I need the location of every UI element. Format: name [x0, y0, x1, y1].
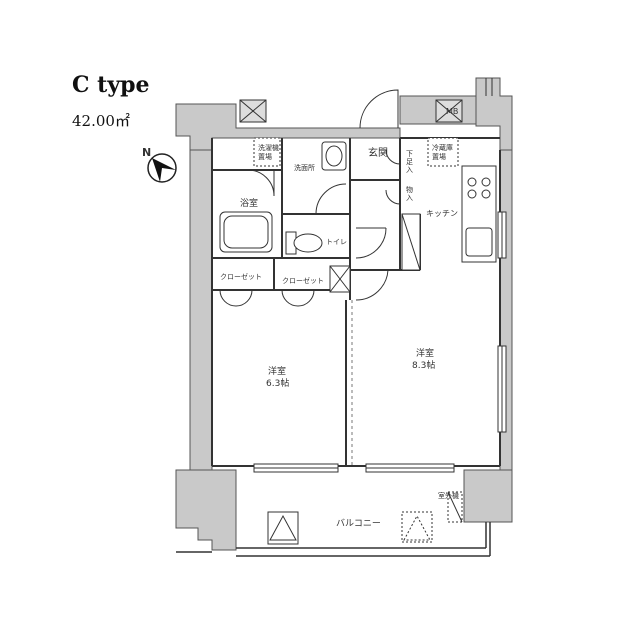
bedroom-east-size: 8.3帖: [412, 359, 435, 371]
kitchen-label: キッチン: [426, 209, 458, 218]
windows: [253, 211, 507, 473]
bathroom-label: 浴室: [240, 197, 258, 209]
mb-label: MB: [446, 107, 458, 116]
plan-type-title: C type: [72, 72, 150, 98]
compass: N: [142, 146, 177, 183]
shoe-box-label-2: 足: [406, 158, 413, 166]
washer-space-label-1: 洗濯機: [258, 143, 279, 152]
floor-area: 42.00㎡: [72, 112, 130, 130]
storage-label-2: 入: [406, 194, 413, 202]
storage-label-1: 物: [406, 185, 413, 194]
fridge-space-label-2: 置場: [432, 152, 446, 161]
balcony-fixtures: [267, 491, 463, 545]
doors: [219, 89, 401, 307]
bedroom-west-name: 洋室: [268, 365, 286, 377]
shoe-box-label-3: 入: [406, 166, 413, 174]
fixtures: [219, 137, 497, 271]
outdoor-unit-label: 室外機: [438, 491, 459, 500]
compass-arrow-icon: [152, 158, 176, 182]
closet-right-label: クローゼット: [282, 276, 324, 285]
washroom-label: 洗面所: [294, 163, 315, 172]
shoe-box-label-1: 下: [406, 150, 413, 158]
closet-left-label: クローゼット: [220, 272, 262, 281]
fridge-space-label-1: 冷蔵庫: [432, 143, 453, 152]
meter-box: [239, 99, 463, 123]
bedroom-west-size: 6.3帖: [266, 377, 289, 389]
bedroom-east-name: 洋室: [416, 347, 434, 359]
duct-lines: [485, 78, 493, 96]
entrance-label: 玄関: [368, 146, 388, 159]
compass-north-label: N: [142, 146, 151, 159]
balcony-outline: [176, 522, 491, 557]
washer-space-label-2: 置場: [258, 152, 272, 161]
interior-walls: [211, 137, 501, 467]
balcony-label: バルコニー: [336, 518, 381, 529]
toilet-label: トイレ: [326, 238, 347, 246]
